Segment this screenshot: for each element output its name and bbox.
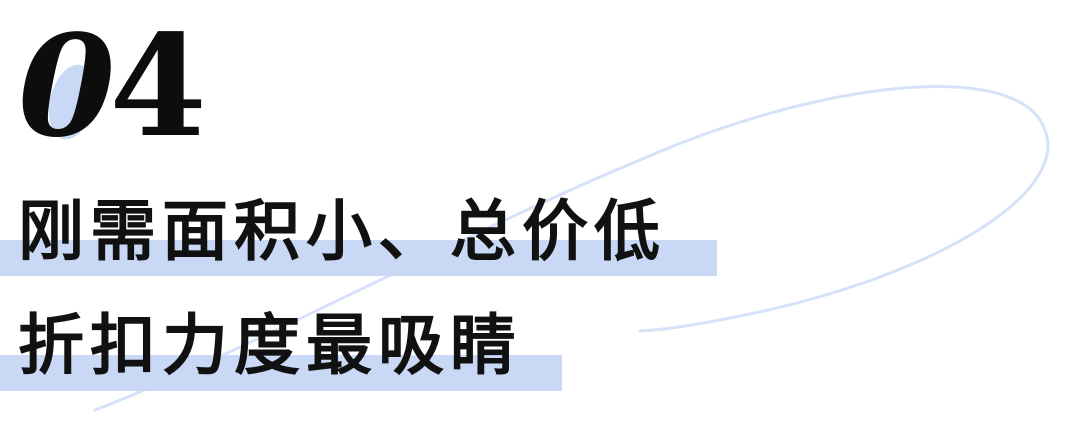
digit-zero-glyph: 0 [18,5,116,169]
highlight-band-line2 [0,355,562,391]
section-number-first-digit: 0 [18,12,115,162]
headline-line1: 刚需面积小、总价低 [18,193,666,270]
section-number: 0 4 [18,12,207,162]
section-number-second-digit: 4 [109,5,207,169]
headline-line2: 折扣力度最吸睛 [18,307,522,384]
highlight-band-line1 [0,240,717,276]
